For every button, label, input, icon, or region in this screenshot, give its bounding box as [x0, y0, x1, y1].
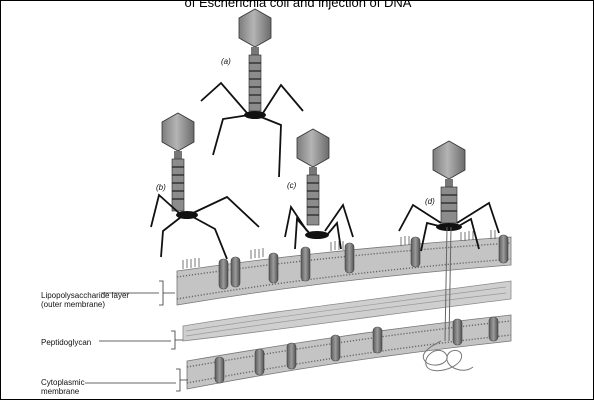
bacteriophage-b: [151, 113, 259, 259]
stage-label-b: (b): [156, 183, 166, 192]
stage-label-a: (a): [221, 57, 231, 66]
stage-label-c: (c): [287, 181, 296, 190]
label-lipopolysaccharide: Lipopolysaccharide layer (outer membrane…: [41, 291, 133, 309]
label-cytoplasmic-membrane: Cytoplasmic membrane: [41, 378, 101, 396]
bacteriophage-a: [201, 9, 303, 177]
stage-label-d: (d): [425, 197, 435, 206]
label-peptidoglycan: Peptidoglycan: [41, 338, 101, 347]
